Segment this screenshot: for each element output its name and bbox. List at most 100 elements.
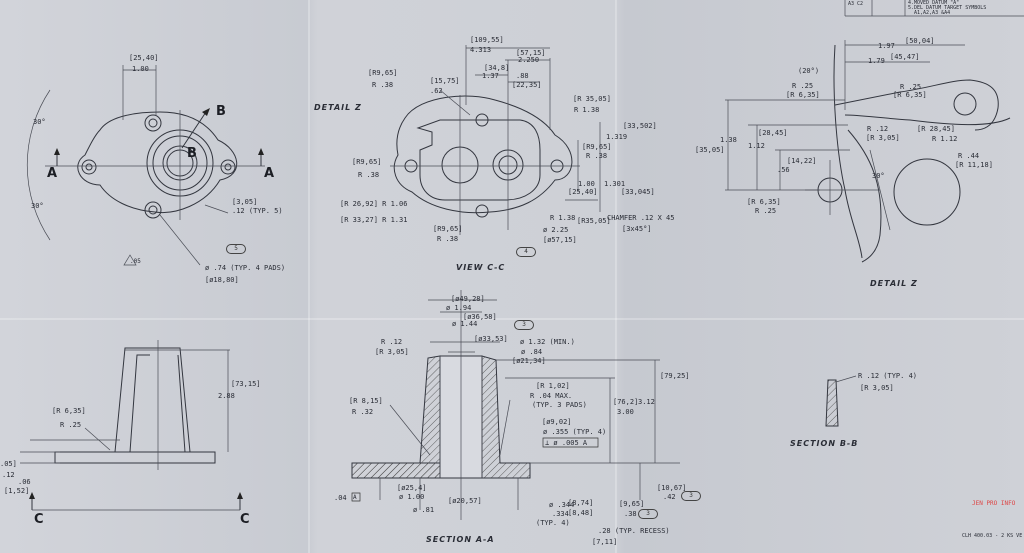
section-aa [352,290,680,520]
sa-r815: [R 8,15] [349,397,383,405]
section-bb-title: SECTION B-B [790,439,859,448]
dz-r635a: [R 6,35] [786,91,820,99]
section-label-c-left: C [34,512,44,527]
sa-874: [8,74] [568,499,594,507]
info-stamp: JEN PRO INFO [972,500,1016,507]
dim-33045: [33,045] [621,188,655,196]
sa-r102: [R 1,02] [536,382,570,390]
sa-perp-tolerance: ⊥ ø .005 A [545,439,588,447]
dim-33502: [33,502] [623,122,657,130]
sa-344: ø .344 [549,501,575,509]
chamfer-note: CHAMFER .12 X 45 [607,214,675,222]
dz-r44: R .44 [958,152,980,160]
dim-88: .88 [516,72,529,80]
angle-bot: 30° [31,202,44,210]
sa-355: ø .355 (TYP. 4) [543,428,607,436]
dim-r965b-b: [R9,65] [352,158,382,166]
sa-2541: [ø25,4] [397,484,427,492]
dz-4547: [45,47] [890,53,920,61]
dz-ang20: (20°) [798,67,820,75]
dim-r965d: R .38 [437,235,459,243]
dim-100: 1.00 [578,180,595,188]
sa-38: .38 [624,510,637,518]
sa-r305: [R 3,05] [375,348,409,356]
dz-r112: R 1.12 [932,135,958,143]
dim-r965c-b: [R9,65] [582,143,612,151]
sv-7315: [73,15] [231,380,261,388]
rev-note-2: 5.DEL DATUM TARGET SYMBOLS [908,5,987,11]
angle-top: 30° [33,118,46,126]
dz-3505: [35,05] [695,146,725,154]
dim-dia225: ø 2.25 [543,226,569,234]
callout-bubble-3b: 3 [681,491,701,501]
sa-965: [9,65] [619,500,645,508]
sa-28: .28 (TYP. RECESS) [598,527,670,535]
dim-4313: 4.313 [470,46,492,54]
section-label-a-left: A [47,166,58,181]
dim-5715: [57,15] [516,49,546,57]
dim-2250: 2.250 [518,56,540,64]
sa-04: .04 [334,494,347,502]
sa-902: [ø9,02] [542,418,572,426]
sv-06: .06 [18,478,31,486]
dim-1575: [15,75] [430,77,460,85]
sa-334: .334 [552,510,569,518]
dim-137: 1.37 [482,72,499,80]
sa-4928: [ø49,28] [451,295,485,303]
dim-109: [109,55] [470,36,504,44]
view-cc-title: VIEW C-C [456,263,506,272]
sv-05: .05] [0,460,17,468]
rev-code-cell: A3 C2 [848,1,864,7]
dim-pad-diameter-b: [ø18,80] [205,276,239,284]
sa-711: [7,11] [592,538,618,546]
sa-2057: [ø20,57] [448,497,482,505]
dz-1422: [14,22] [787,157,817,165]
sa-typ3: (TYP. 3 PADS) [532,401,587,409]
section-label-b-top: B [216,104,226,119]
sa-81: ø .81 [413,506,435,514]
title-block-lines [845,0,1024,16]
sa-84: ø .84 [521,348,543,356]
dim-r965a: R .38 [372,81,394,89]
chamfer-note-b: [3x45°] [622,225,652,233]
sb-r12: R .12 (TYP. 4) [858,372,918,380]
dz-r25a: R .25 [792,82,814,90]
dz-r25b: R .25 [900,83,922,91]
dz-r2845: [R 28,45] [917,125,955,133]
sa-194: ø 1.94 [446,304,472,312]
sa-42: .42 [663,493,676,501]
dim-62: .62 [430,87,443,95]
dim-1319: 1.319 [606,133,628,141]
sv-288: 2.88 [218,392,235,400]
dim-2235: [22,35] [512,81,542,89]
dz-2845: [28,45] [758,129,788,137]
sa-r04: R .04 MAX. [530,392,573,400]
dim-r138: R 1.38 [550,214,576,222]
dim-1301: 1.301 [604,180,626,188]
section-label-a-right: A [264,166,275,181]
sa-300: 3.00 [617,408,634,416]
dim-radius: .12 (TYP. 5) [232,207,283,215]
dz-r25c: R .25 [755,207,777,215]
dz-197: 1.97 [878,42,895,50]
detail-z [725,40,1010,262]
dz-r635b: [R 6,35] [893,91,927,99]
sa-144: ø 1.44 [452,320,478,328]
dim-348: [34,8] [484,64,510,72]
sa-132: ø 1.32 (MIN.) [520,338,575,346]
dim-r965b: R .38 [358,171,380,179]
sv-r25: R .25 [60,421,82,429]
paper-fold-vertical-1 [308,0,310,553]
section-label-b-mid: B [187,146,197,161]
callout-bubble-4: 4 [516,247,536,257]
dz-ang30: 30° [872,172,885,180]
sa-datum-a: A [353,494,357,501]
sa-1067: [10,67] [657,484,687,492]
callout-bubble-3a: 3 [514,320,534,330]
dz-r305: [R 3,05] [866,134,900,142]
sa-3353: [ø33,53] [474,335,508,343]
dz-56: .56 [777,166,790,174]
sa-100: ø 1.00 [399,493,425,501]
dz-r1118: [R 11,18] [955,161,993,169]
